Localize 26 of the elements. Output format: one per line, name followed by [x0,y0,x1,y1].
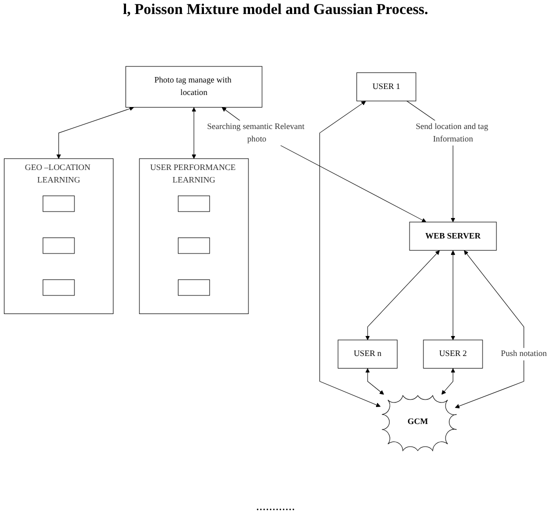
arrow [365,368,384,395]
cluster: GEO –LOCATION LEARNING [4,158,114,314]
arrow [365,250,440,340]
caption-text: l, Poisson Mixture model and Gaussian Process. [122,2,428,19]
node-box: Photo tag manage with location [126,66,262,108]
arrow [192,107,196,159]
arrow [56,106,134,159]
arrow [454,250,524,408]
node-box [178,279,210,296]
node-box: USER n [338,340,398,369]
node-box [42,279,75,296]
node-box [178,238,210,254]
edge-label: Searching semantic Relevant photo [207,122,304,144]
arrow [450,250,456,340]
arrow [441,368,456,395]
edge-label: Send location and tag Information [416,122,488,144]
arrow [319,100,381,408]
node-box [178,196,210,212]
ellipsis-text: ............ [256,498,295,514]
node-box [42,238,75,254]
node-box: USER 1 [356,72,416,102]
cluster: USER PERFORMANCE LEARNING [139,158,249,314]
edge-label: Push notation [500,349,547,358]
node-box [42,196,75,212]
node-box: WEB SERVER [409,222,497,251]
node-box: USER 2 [423,340,483,369]
